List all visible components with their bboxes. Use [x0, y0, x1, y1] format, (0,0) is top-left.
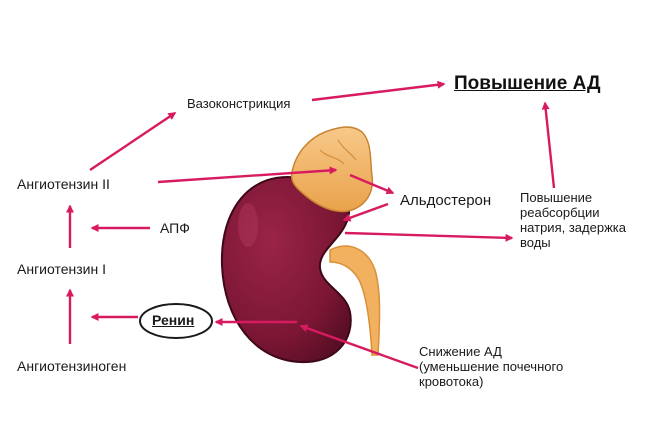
label-sodium-reabsorption: Повышение реабсорбции натрия, задержка в…	[520, 190, 626, 251]
sodium-line-2: реабсорбции	[520, 204, 600, 220]
label-renin: Ренин	[152, 312, 195, 328]
sodium-line-1: Повышение	[520, 190, 593, 205]
sodium-line-4: воды	[520, 234, 551, 250]
label-vasoconstriction: Вазоконстрикция	[187, 96, 291, 111]
ureter	[329, 245, 381, 356]
label-apf: АПФ	[160, 220, 190, 236]
label-angiotensin-1: Ангиотензин I	[17, 261, 106, 277]
label-bp-drop: Снижение АД (уменьшение почечного кровот…	[419, 344, 564, 390]
arrow-sodium-to-title	[541, 101, 556, 189]
sodium-line-3: натрия, задержка	[520, 219, 626, 235]
arrow-aldo-to-kidney	[342, 202, 389, 222]
arrow-kidney-to-sodium	[344, 231, 514, 242]
label-angiotensinogen: Ангиотензиноген	[17, 358, 127, 374]
bp-drop-line-2: (уменьшение почечного	[419, 358, 564, 374]
label-aldosterone: Альдостерон	[400, 192, 492, 209]
kidney-highlight	[238, 203, 258, 247]
arrow-ang2-to-vaso	[89, 112, 177, 171]
arrow-adrenal-to-aldo	[349, 173, 395, 195]
arrow-ang2-to-adrenal	[157, 166, 338, 184]
title-bp-increase: Повышение АД	[454, 73, 601, 94]
arrow-bpdrop-to-kidney	[299, 324, 419, 370]
bp-drop-line-1: Снижение АД	[419, 344, 502, 359]
arrow-vaso-to-title	[311, 80, 446, 102]
renin-oval	[139, 303, 213, 339]
bp-drop-line-3: кровотока)	[419, 373, 484, 389]
label-angiotensin-2: Ангиотензин II	[17, 176, 110, 192]
